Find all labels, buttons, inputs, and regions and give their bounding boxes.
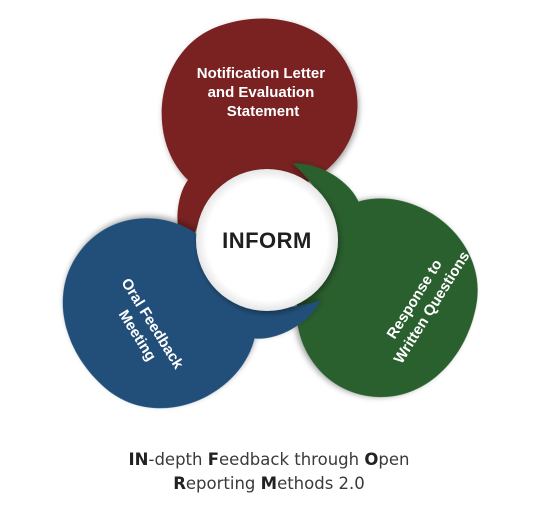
caption-line-2: Reporting Methods 2.0 bbox=[0, 472, 538, 496]
inform-cycle-diagram: INFORM Notification Letter and Evaluatio… bbox=[62, 18, 478, 409]
caption-line-1-segment-2: F bbox=[207, 450, 220, 469]
lobe-top-label: Notification Letter and Evaluation State… bbox=[197, 65, 330, 120]
caption-line-1-segment-4: O bbox=[364, 450, 379, 469]
lobe-shapes bbox=[62, 18, 478, 409]
caption-line-2-segment-3: ethods 2.0 bbox=[277, 474, 365, 493]
center-hub bbox=[196, 169, 338, 311]
caption-line-1-segment-3: eedback through bbox=[219, 450, 365, 469]
center-label: INFORM bbox=[222, 228, 312, 253]
lobe-left-shape bbox=[62, 218, 321, 409]
lobe-top-line-3: Statement bbox=[227, 103, 300, 120]
caption-line-2-segment-0: R bbox=[173, 474, 186, 493]
lobe-right-shape bbox=[292, 163, 478, 398]
diagram-caption: IN-depth Feedback through Open Reporting… bbox=[0, 448, 538, 496]
caption-line-1-segment-1: -depth bbox=[148, 450, 208, 469]
caption-line-1-segment-5: pen bbox=[378, 450, 410, 469]
caption-line-1-segment-0: IN bbox=[128, 450, 149, 469]
lobe-top-line-1: Notification Letter bbox=[197, 65, 325, 82]
caption-line-1: IN-depth Feedback through Open bbox=[0, 448, 538, 472]
lobe-top-line-2: and Evaluation bbox=[208, 84, 315, 101]
caption-line-2-segment-1: eporting bbox=[185, 474, 261, 493]
lobe-top-shape bbox=[161, 18, 358, 257]
caption-line-2-segment-2: M bbox=[260, 474, 278, 493]
